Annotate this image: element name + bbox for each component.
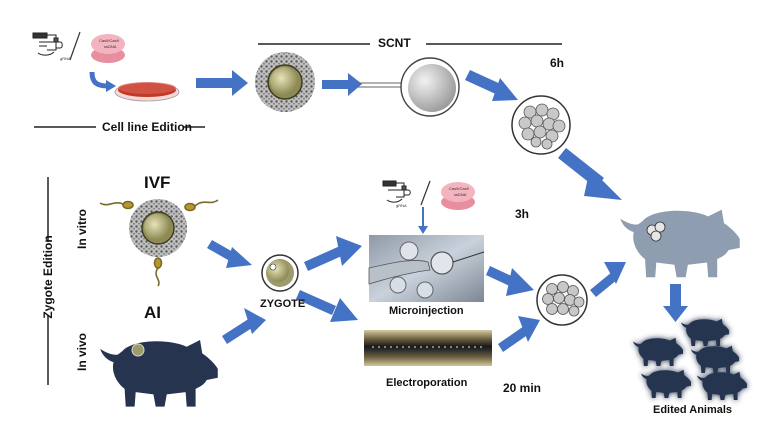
curve-arrow-to-dish	[89, 71, 109, 89]
time-20min-label: 20 min	[503, 381, 542, 395]
ai-label: AI	[144, 303, 161, 322]
embryo-in-pig	[646, 221, 666, 242]
arrow-pig-to-offspring	[663, 284, 688, 322]
time-6h-label: 6h	[550, 56, 565, 70]
plasmid-icon-top	[91, 34, 125, 63]
arrow-electroporation-to-embryo	[498, 316, 540, 352]
divider-slash	[69, 31, 81, 61]
microinjection-image	[368, 235, 485, 302]
oocyte-icon-scnt	[255, 52, 315, 112]
dna-vector-icon-mid	[382, 180, 411, 203]
zygote-edition-label: Zygote Edition	[41, 235, 55, 319]
electroporation-image	[364, 330, 492, 366]
edited-animals-label: Edited Animals	[653, 404, 733, 416]
ivf-label: IVF	[144, 173, 171, 192]
enucleated-oocyte-icon	[400, 57, 460, 117]
ai-pig-icon	[100, 340, 218, 407]
dna-vector-icon-top	[32, 32, 63, 56]
plasmid-icon-mid	[441, 182, 475, 210]
microinjection-label: Microinjection	[389, 305, 464, 317]
arrow-enucleated-to-embryo	[465, 70, 518, 101]
surrogate-pig-icon	[620, 209, 740, 278]
cell-line-edition-label: Cell line Edition	[102, 120, 193, 134]
plasmid-text-cas9-mid: Cas9/Cas9	[449, 186, 469, 191]
arrow-embryo-to-surrogate	[590, 262, 626, 297]
divider-slash-mid	[420, 180, 431, 206]
plasmid-text-ssdna-mid: ssDNA	[454, 192, 467, 197]
embryo-cluster-icon-6h	[511, 95, 571, 155]
plasmid-text-ssdna-top: ssDNA	[104, 44, 117, 49]
plasmid-text-cas9-top: Cas9/Cas9	[99, 38, 119, 43]
petri-dish-icon	[114, 82, 180, 102]
in-vitro-label: In vitro	[75, 209, 89, 250]
arrow-ivf-to-zygote	[207, 240, 252, 268]
zygote-icon	[261, 254, 299, 292]
arrow-oocyte-to-enucleated	[322, 73, 362, 96]
time-3h-label: 3h	[515, 207, 530, 221]
arrow-ai-to-zygote	[222, 308, 266, 344]
vector-text-grna-mid: gRNA	[396, 203, 407, 208]
arrow-embryo-to-pig	[558, 148, 622, 200]
arrow-microinjection-to-embryo	[486, 266, 534, 296]
zygote-label: ZYGOTE	[260, 298, 306, 310]
arrow-zygote-to-electroporation	[296, 290, 358, 322]
arrow-zygote-to-microinjection	[304, 236, 362, 271]
embryo-cluster-icon-zygote	[536, 274, 588, 326]
vector-text-grna-top: gRNA	[60, 56, 71, 61]
edited-animals-group	[633, 318, 747, 401]
ivf-oocyte-with-sperm	[99, 199, 219, 287]
arrow-dish-to-oocyte	[196, 70, 248, 96]
in-vivo-label: In vivo	[75, 333, 89, 372]
pipette-icon-scnt	[358, 82, 407, 88]
scnt-label: SCNT	[378, 36, 411, 50]
arrow-reagents-down	[418, 207, 428, 234]
sperm-icon	[99, 199, 219, 287]
electroporation-label: Electroporation	[386, 377, 468, 389]
